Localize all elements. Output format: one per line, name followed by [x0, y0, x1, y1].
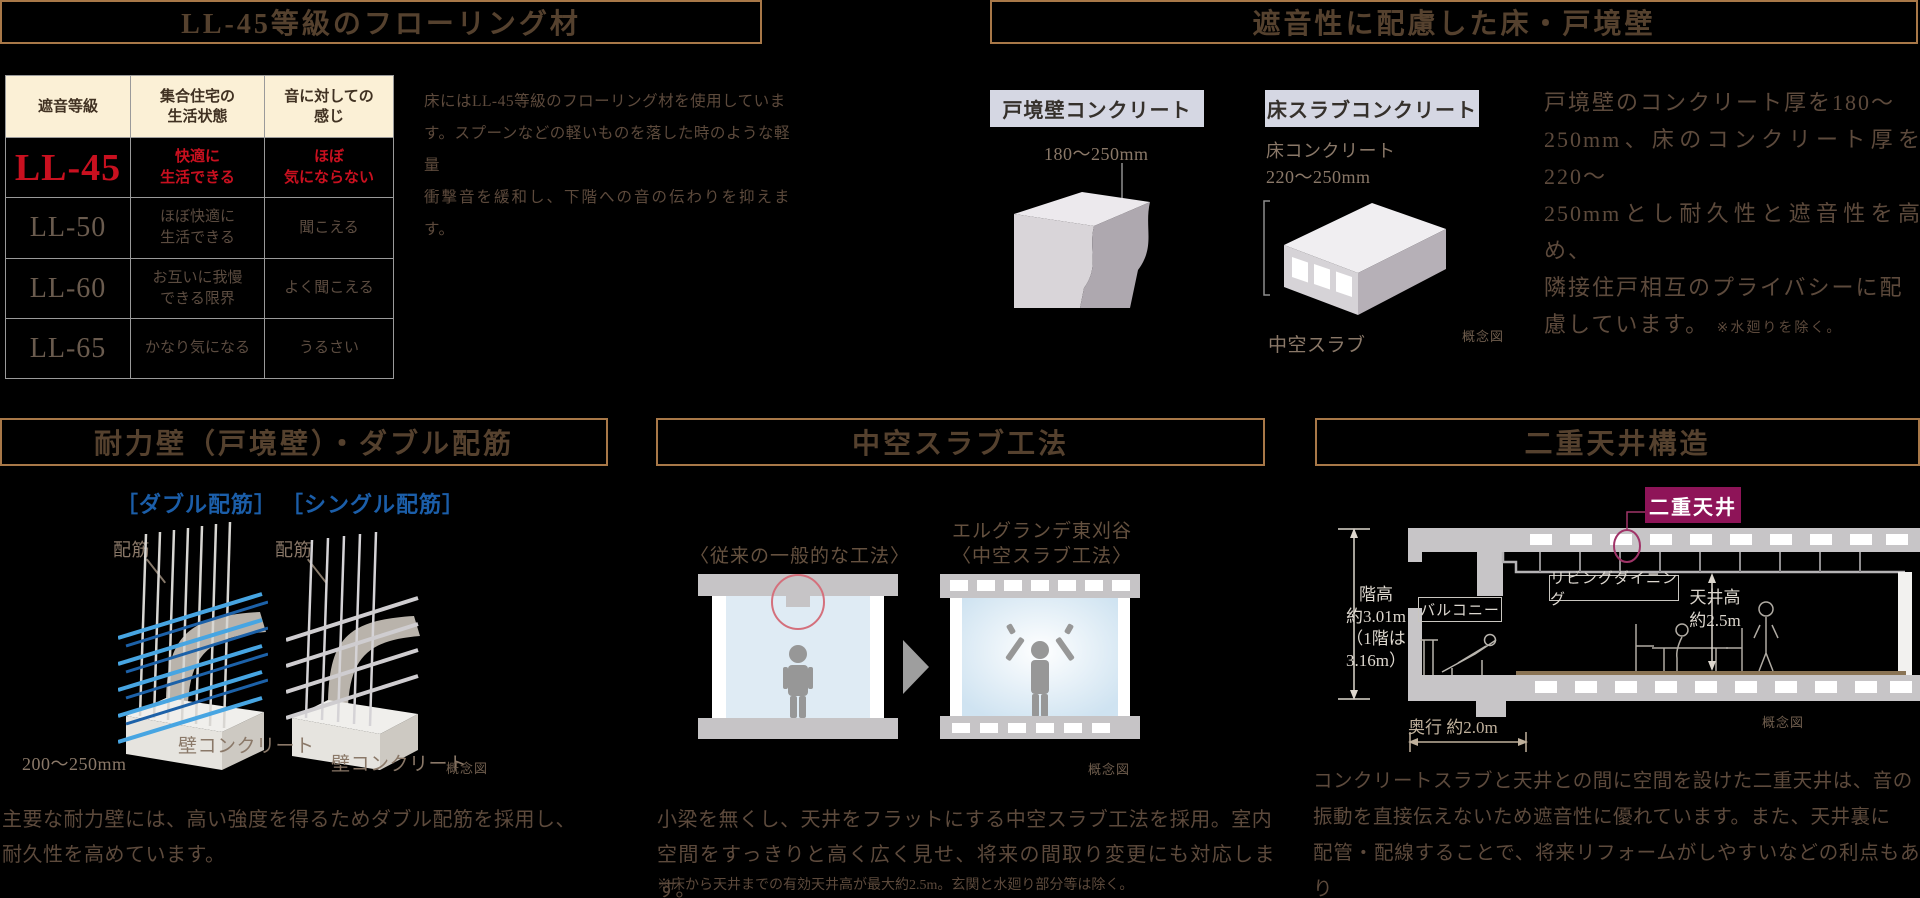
single-rebar-wall-illustration [285, 524, 421, 772]
slab-thickness-label: 床コンクリート 220〜250mm [1266, 141, 1396, 187]
hollow-slab-description: 小梁を無くし、天井をフラットにする中空スラブ工法を採用。室内 空間をすっきりと高… [657, 809, 1275, 898]
table-row-living: お互いに我慢 できる限界 [131, 259, 265, 319]
table-header-grade: 遮音等級 [6, 76, 131, 138]
double-ceiling-tag: 二重天井 [1645, 487, 1741, 523]
double-rebar-icon [117, 521, 269, 770]
rebar-callout: 配筋 [275, 540, 312, 560]
floor-slab-chip: 床スラブコンクリート [1265, 90, 1479, 127]
leader-line [1121, 163, 1123, 219]
table-row-grade: LL-60 [6, 259, 131, 319]
concept-diagram-note: 概念図 [1088, 762, 1131, 777]
depth-label: 奥行 約2.0m [1408, 718, 1498, 737]
concept-diagram-note: 概念図 [1762, 715, 1805, 730]
double-ceiling-cross-section [1330, 480, 1920, 770]
section-title: 中空スラブ工法 [851, 429, 1069, 460]
soundproof-body-text: 戸境壁のコンクリート厚を180〜 250mm、床のコンクリート厚を220〜 25… [1544, 90, 1920, 337]
hollow-slab-illustration [1260, 195, 1455, 323]
section-title: LL-45等級のフローリング材 [181, 9, 581, 40]
partition-wall-chip: 戸境壁コンクリート [990, 90, 1204, 127]
section-header-bearing-wall: 耐力壁（戸境壁）・ダブル配筋 [0, 418, 608, 466]
table-row-grade: LL-45 [6, 138, 131, 198]
section-header-double-ceiling: 二重天井構造 [1315, 418, 1920, 466]
table-row-grade: LL-50 [6, 198, 131, 259]
hollow-slab-room-illustration [940, 574, 1140, 739]
table-row-feeling: ほぼ 気にならない [265, 138, 394, 198]
section-header-flooring: LL-45等級のフローリング材 [0, 0, 762, 44]
table-header-feeling: 音に対しての 感じ [265, 76, 394, 138]
cross-section-icon [1338, 511, 1920, 752]
table-row-feeling: よく聞こえる [265, 259, 394, 319]
hollow-slab-label: 中空スラブ [1268, 335, 1366, 356]
conventional-room-icon [698, 574, 898, 739]
section-header-hollow-slab: 中空スラブ工法 [656, 418, 1265, 466]
hollow-method-caption: 〈中空スラブ工法〉 [951, 546, 1132, 567]
slab-block-icon [1263, 200, 1446, 315]
transition-arrow-icon [903, 640, 929, 694]
partition-wall-block-illustration [1000, 188, 1165, 308]
section-title: 遮音性に配慮した床・戸境壁 [1252, 9, 1656, 40]
wall-concrete-label: 壁コンクリート [331, 754, 468, 775]
section-title: 耐力壁（戸境壁）・ダブル配筋 [93, 429, 514, 460]
living-dining-label: リビングダイニング [1549, 571, 1679, 608]
ceiling-height-label: 天井高 約2.5m [1689, 588, 1741, 630]
table-row-feeling: 聞こえる [265, 198, 394, 259]
flooring-description: 床にはLL-45等級のフローリング材を使用していま す。スプーンなどの軽いものを… [424, 93, 790, 238]
table-header-living: 集合住宅の 生活状態 [131, 76, 265, 138]
hollow-slab-fine-note: ※床から天井までの有効天井高が最大約2.5m。玄関と水廻り部分等は除く。 [657, 878, 1134, 893]
double-ceiling-description: コンクリートスラブと天井との間に空間を設けた二重天井は、音の 振動を直接伝えない… [1313, 771, 1920, 898]
wall-block-icon [1014, 192, 1150, 308]
project-name-caption: エルグランデ東刈谷 [951, 521, 1132, 542]
conventional-room-illustration [698, 574, 898, 739]
wall-concrete-label: 壁コンクリート [178, 736, 315, 757]
table-row-feeling: うるさい [265, 319, 394, 379]
hollow-room-icon [940, 574, 1140, 739]
table-row-grade: LL-65 [6, 319, 131, 379]
wall-thickness-label: 180〜250mm [1044, 144, 1149, 164]
rebar-callout: 配筋 [113, 540, 150, 560]
wall-thickness-label: 200〜250mm [22, 754, 127, 774]
single-rebar-label: ［シングル配筋］ [281, 492, 466, 517]
bearing-wall-description: 主要な耐力壁には、高い強度を得るためダブル配筋を採用し、 耐久性を高めています。 [2, 809, 576, 866]
table-row-living: ほぼ快適に 生活できる [131, 198, 265, 259]
soundproof-fine-note: ※水廻りを除く。 [1716, 321, 1843, 336]
concept-diagram-note: 概念図 [446, 761, 489, 776]
double-rebar-label: ［ダブル配筋］ [116, 492, 278, 517]
balcony-label: バルコニー [1418, 597, 1502, 622]
table-row-living: かなり気になる [131, 319, 265, 379]
section-title: 二重天井構造 [1524, 429, 1711, 460]
single-rebar-icon [285, 531, 420, 770]
conventional-method-caption: 〈従来の一般的な工法〉 [690, 546, 911, 567]
table-row-living: 快適に 生活できる [131, 138, 265, 198]
section-header-soundproof: 遮音性に配慮した床・戸境壁 [990, 0, 1918, 44]
concept-diagram-note: 概念図 [1462, 329, 1505, 344]
soundproof-description: 戸境壁のコンクリート厚を180〜 250mm、床のコンクリート厚を220〜 25… [1544, 84, 1920, 347]
sound-grade-table: 遮音等級 集合住宅の 生活状態 音に対しての 感じ LL-45 快適に 生活でき… [5, 75, 394, 379]
floor-height-label: 階高 約3.01m （1階は3.16m） [1346, 585, 1406, 670]
double-rebar-wall-illustration [117, 520, 269, 772]
